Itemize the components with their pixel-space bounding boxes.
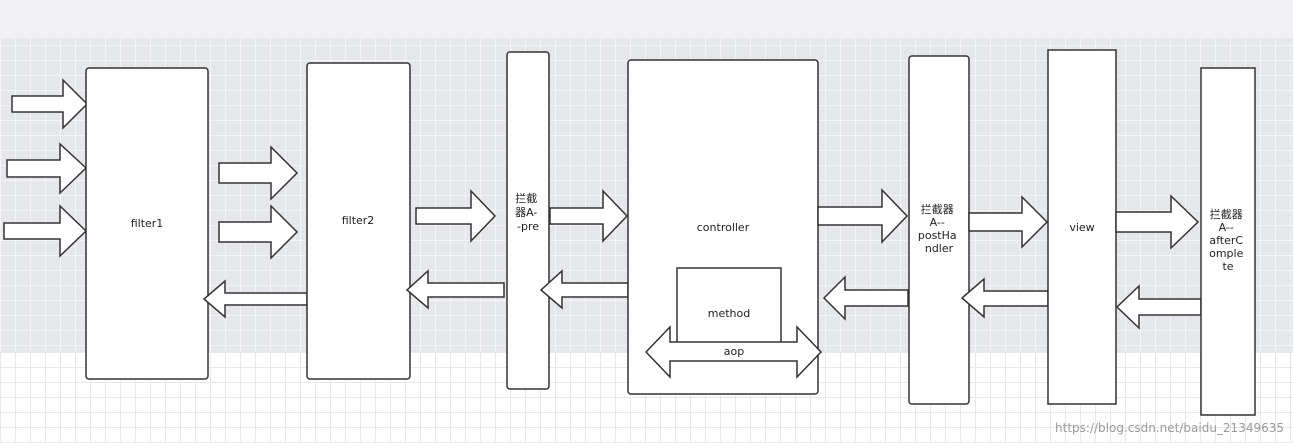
filter2-box bbox=[306, 62, 411, 380]
interceptor-after-label: 拦截器 A-- afterC omple te bbox=[1209, 207, 1247, 273]
view-box bbox=[1047, 49, 1117, 405]
arrow-f1-f2-1 bbox=[218, 145, 299, 201]
filter1-box bbox=[85, 67, 209, 380]
watermark-text: https://blog.csdn.net/baidu_21349635 bbox=[1055, 421, 1284, 435]
arrow-post-view bbox=[968, 195, 1049, 249]
arrow-controller-pre-return bbox=[539, 269, 629, 310]
arrow-pre-controller bbox=[549, 189, 629, 243]
method-label: method bbox=[708, 307, 750, 320]
interceptor-post-label: 拦截器 A-- postHa ndler bbox=[918, 202, 960, 255]
arrow-controller-post bbox=[817, 188, 909, 244]
arrow-in-2 bbox=[6, 142, 88, 195]
interceptor-post-line-4: ndler bbox=[925, 242, 954, 255]
interceptor-after-line-5: te bbox=[1222, 260, 1233, 273]
aop-double-arrow bbox=[644, 325, 823, 379]
interceptor-after-line-4: omple bbox=[1209, 247, 1243, 260]
arrow-view-after bbox=[1115, 194, 1200, 250]
filter2-label: filter2 bbox=[342, 214, 375, 227]
interceptor-after-box bbox=[1200, 67, 1256, 416]
arrow-f1-f2-2 bbox=[218, 204, 299, 260]
interceptor-post-line-1: 拦截器 bbox=[921, 202, 954, 216]
interceptor-post-line-2: A-- bbox=[930, 216, 945, 229]
interceptor-pre-line-3: -pre bbox=[517, 220, 539, 233]
interceptor-after-line-1: 拦截器 bbox=[1210, 207, 1243, 221]
interceptor-pre-box bbox=[506, 51, 550, 390]
arrow-in-3 bbox=[3, 204, 88, 258]
arrow-f2-f1-return bbox=[202, 279, 308, 319]
arrow-post-controller-return bbox=[822, 275, 909, 321]
interceptor-pre-line-1: 拦截 bbox=[515, 191, 537, 205]
interceptor-post-line-3: postHa bbox=[918, 229, 957, 242]
interceptor-pre-line-2: 器A- bbox=[515, 206, 537, 219]
controller-label: controller bbox=[697, 221, 750, 234]
filter1-label: filter1 bbox=[131, 217, 164, 230]
interceptor-pre-label: 拦截 器A- -pre bbox=[515, 191, 541, 233]
arrow-after-view-return bbox=[1115, 284, 1202, 330]
interceptor-after-line-2: A-- bbox=[1219, 221, 1234, 234]
arrow-f2-pre bbox=[415, 189, 497, 243]
view-label: view bbox=[1069, 221, 1094, 234]
arrow-pre-f2-return bbox=[405, 269, 505, 310]
arrow-view-post-return bbox=[960, 277, 1049, 319]
interceptor-after-line-3: afterC bbox=[1209, 234, 1243, 247]
arrow-in-1 bbox=[11, 78, 89, 130]
aop-label: aop bbox=[724, 345, 744, 358]
canvas-top-band bbox=[0, 0, 1293, 38]
method-box bbox=[676, 267, 782, 347]
